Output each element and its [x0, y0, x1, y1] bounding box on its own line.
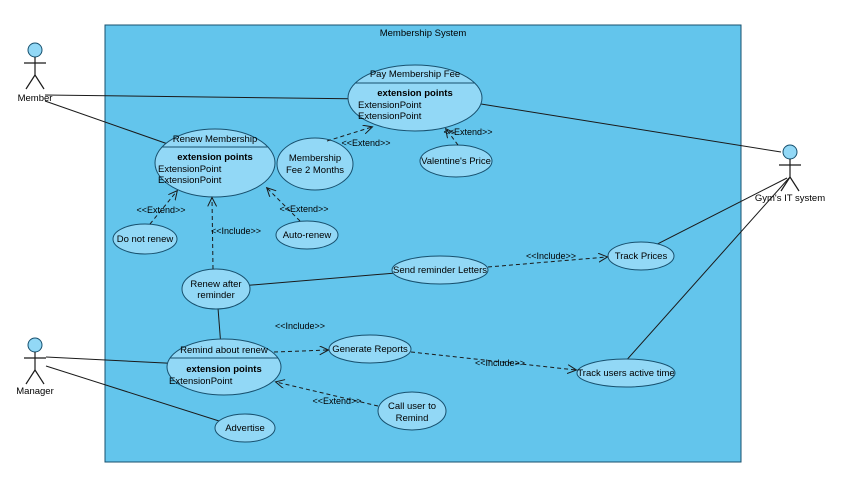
- extension-point: ExtensionPoint: [158, 164, 222, 175]
- usecase-title: Send reminder Letters: [393, 265, 487, 276]
- actor-leg-left: [25, 369, 36, 385]
- association-manager-advertise[interactable]: [45, 365, 239, 428]
- usecase-send-reminder-letters-shape[interactable]: [391, 255, 489, 285]
- usecase-track-prices[interactable]: Track Prices: [607, 241, 675, 271]
- extension-point: ExtensionPoint: [169, 376, 233, 387]
- extend-label: <<Extend>>: [136, 205, 185, 215]
- extension-points-header: extension points: [177, 152, 252, 163]
- include-label: <<Include>>: [211, 226, 261, 236]
- extension-points-header: extension points: [377, 88, 452, 99]
- extend-arrow-valentines-to-pay-fee[interactable]: [446, 129, 459, 146]
- actor-leg-left: [780, 176, 791, 192]
- usecase-track-users-active-time[interactable]: Track users active time: [576, 358, 676, 388]
- usecase-title: Advertise: [225, 423, 265, 434]
- actor-leg-left: [25, 74, 36, 90]
- extension-point: ExtensionPoint: [358, 100, 422, 111]
- actor-leg-right: [34, 369, 45, 385]
- association-it-system-track-users[interactable]: [614, 177, 790, 374]
- include-label: <<Include>>: [275, 321, 325, 331]
- usecase-membership-fee-2-months-shape[interactable]: [276, 137, 354, 191]
- usecase-title: Remind: [396, 413, 429, 424]
- extend-label: <<Extend>>: [443, 127, 492, 137]
- usecase-auto-renew[interactable]: Auto-renew: [275, 220, 339, 250]
- usecase-title: Renew after: [190, 279, 241, 290]
- actor-label: Member: [18, 93, 53, 104]
- association-member-pay-fee[interactable]: [44, 94, 371, 100]
- include-arrow-renew-after-to-renew[interactable]: [212, 198, 213, 270]
- association-member-renew-membership[interactable]: [44, 100, 186, 151]
- usecase-title: Track Prices: [615, 251, 668, 262]
- actor-leg-right: [34, 74, 45, 90]
- usecase-title: reminder: [197, 290, 235, 301]
- usecase-do-not-renew[interactable]: Do not renew: [112, 223, 178, 255]
- usecase-title: Fee 2 Months: [286, 165, 344, 176]
- extend-label: <<Extend>>: [279, 204, 328, 214]
- usecase-renew-membership[interactable]: Renew Membership extension points Extens…: [154, 128, 276, 198]
- extension-points-header: extension points: [186, 364, 261, 375]
- extension-point: ExtensionPoint: [158, 175, 222, 186]
- actor-head: [782, 144, 798, 160]
- usecase-pay-membership-fee[interactable]: Pay Membership Fee extension points Exte…: [347, 64, 483, 132]
- usecase-title: Membership: [289, 153, 341, 164]
- usecase-title: Auto-renew: [283, 230, 332, 241]
- include-label: <<Include>>: [526, 251, 576, 261]
- usecase-do-not-renew-shape[interactable]: [112, 223, 178, 255]
- actor-head: [27, 337, 43, 353]
- usecase-renew-after-reminder[interactable]: Renew after reminder: [181, 268, 251, 310]
- extend-arrow-auto-renew-to-renew[interactable]: [267, 188, 301, 222]
- usecase-title: Generate Reports: [332, 344, 408, 355]
- usecase-title: Pay Membership Fee: [370, 69, 460, 80]
- usecase-renew-after-reminder-shape[interactable]: [181, 268, 251, 310]
- usecase-remind-about-renew[interactable]: Remind about renew extension points Exte…: [166, 338, 282, 396]
- actor-label: Manager: [16, 386, 54, 397]
- usecase-valentines-price-shape[interactable]: [419, 144, 493, 178]
- extend-label: <<Extend>>: [341, 138, 390, 148]
- usecase-pay-membership-fee-shape[interactable]: [347, 64, 483, 132]
- usecase-title: Remind about renew: [180, 345, 268, 356]
- usecase-membership-fee-2-months[interactable]: Membership Fee 2 Months: [276, 137, 354, 191]
- association-it-system-pay-fee[interactable]: [449, 98, 782, 153]
- usecase-call-user-to-remind-shape[interactable]: [377, 391, 447, 431]
- include-label: <<Include>>: [475, 358, 525, 368]
- extend-arrow-fee2months-to-pay-fee[interactable]: [326, 127, 372, 142]
- actor-manager[interactable]: Manager: [16, 337, 54, 397]
- usecase-send-reminder-letters[interactable]: Send reminder Letters: [391, 255, 489, 285]
- include-arrow-remind-to-generate-reports[interactable]: [273, 350, 328, 352]
- actor-label: Gym's IT system: [755, 193, 825, 204]
- usecase-generate-reports[interactable]: Generate Reports: [328, 334, 412, 364]
- usecase-valentines-price[interactable]: Valentine's Price: [419, 144, 493, 178]
- usecase-advertise[interactable]: Advertise: [214, 413, 276, 443]
- usecase-title: Call user to: [388, 401, 436, 412]
- actor-member[interactable]: Member: [18, 42, 53, 104]
- usecase-title: Renew Membership: [173, 134, 257, 145]
- usecase-advertise-shape[interactable]: [214, 413, 276, 443]
- system-title: Membership System: [380, 28, 467, 39]
- extension-point: ExtensionPoint: [358, 111, 422, 122]
- actor-leg-right: [789, 176, 800, 192]
- extend-arrow-do-not-renew-to-renew[interactable]: [149, 191, 177, 225]
- extend-label: <<Extend>>: [312, 396, 361, 406]
- usecase-auto-renew-shape[interactable]: [275, 220, 339, 250]
- actor-head: [27, 42, 43, 58]
- association-renew-after-send-letters[interactable]: [239, 270, 421, 287]
- usecase-call-user-to-remind[interactable]: Call user to Remind: [377, 391, 447, 431]
- usecase-title: Valentine's Price: [421, 156, 491, 167]
- include-arrow-send-letters-to-track-prices[interactable]: [487, 257, 607, 268]
- usecase-title: Do not renew: [117, 234, 174, 245]
- usecase-remind-about-renew-shape[interactable]: [166, 338, 282, 396]
- actor-it-system[interactable]: Gym's IT system: [755, 144, 825, 204]
- extend-arrow-call-user-to-remind[interactable]: [276, 382, 379, 407]
- usecase-title: Track users active time: [577, 368, 674, 379]
